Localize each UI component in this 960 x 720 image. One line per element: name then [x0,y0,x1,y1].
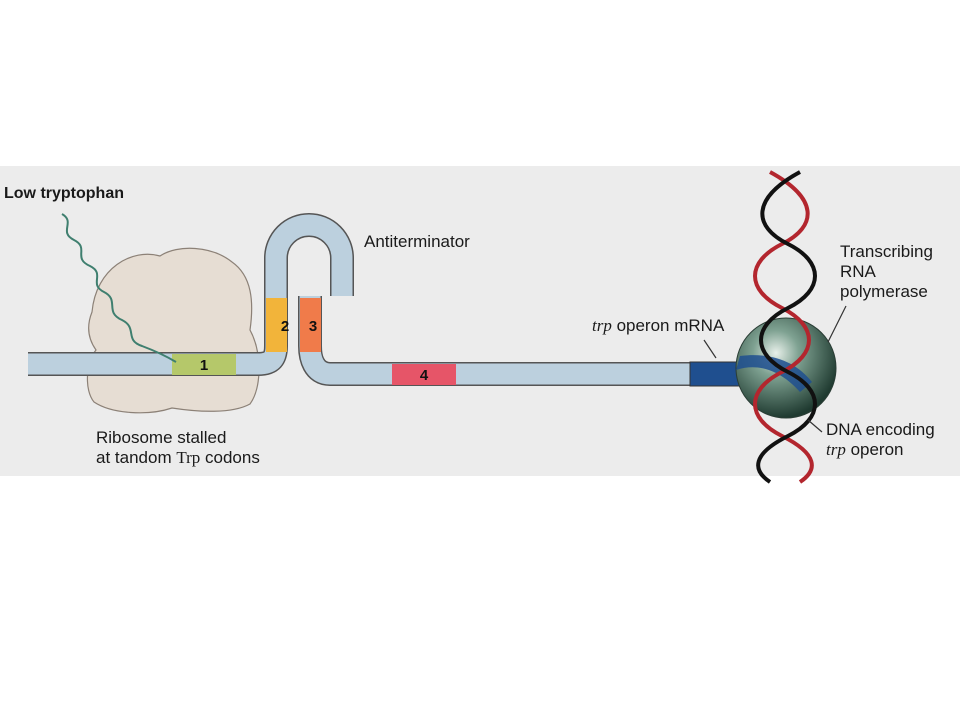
segment-2-label: 2 [281,318,289,335]
transcribing-line-1: Transcribing [840,242,933,261]
operon-mrna-label: trp operon mRNA [592,316,724,336]
ribosome-shape [86,247,260,414]
segment-3: 3 [300,298,321,352]
pointer-polymerase [827,305,847,343]
ribosome-stalled-label: Ribosome stalled at tandom Trp codons [96,428,260,468]
dna-trp: trp [826,440,846,459]
operon-mrna-italic: trp [592,316,612,335]
transcribing-line-2: RNA [840,262,876,281]
ribosome-line-2a: at tandom [96,448,177,467]
dna-strand-black [756,170,817,484]
segment-1: 1 [172,354,236,375]
segment-3-label: 3 [309,318,317,335]
antiterminator-label: Antiterminator [364,232,470,251]
segment-4-label: 4 [420,367,429,384]
transcribing-line-3: polymerase [840,282,928,301]
ribosome-line-2c: codons [200,448,260,467]
segment-2: 2 [266,298,289,352]
pointer-mrna [703,339,717,359]
dna-encoding-label: DNA encoding trp operon [826,420,935,460]
dna-operon: operon [845,440,904,459]
segment-1-label: 1 [200,357,208,374]
segment-4: 4 [392,364,456,385]
ribosome-line-2: at tandom Trp codons [96,448,260,468]
dna-line-1: DNA encoding [826,420,935,439]
low-tryptophan-label: Low tryptophan [4,185,124,202]
ribosome-trp: Trp [176,448,201,467]
transcribing-label: Transcribing RNA polymerase [840,242,933,302]
leader-peptide-strand [61,213,177,363]
pointer-dna [807,419,823,433]
ribosome-line-1: Ribosome stalled [96,428,227,447]
dna-line-2: trp operon [826,440,935,460]
operon-mrna-rest: operon mRNA [611,316,725,335]
dna-strand-red [753,170,814,484]
